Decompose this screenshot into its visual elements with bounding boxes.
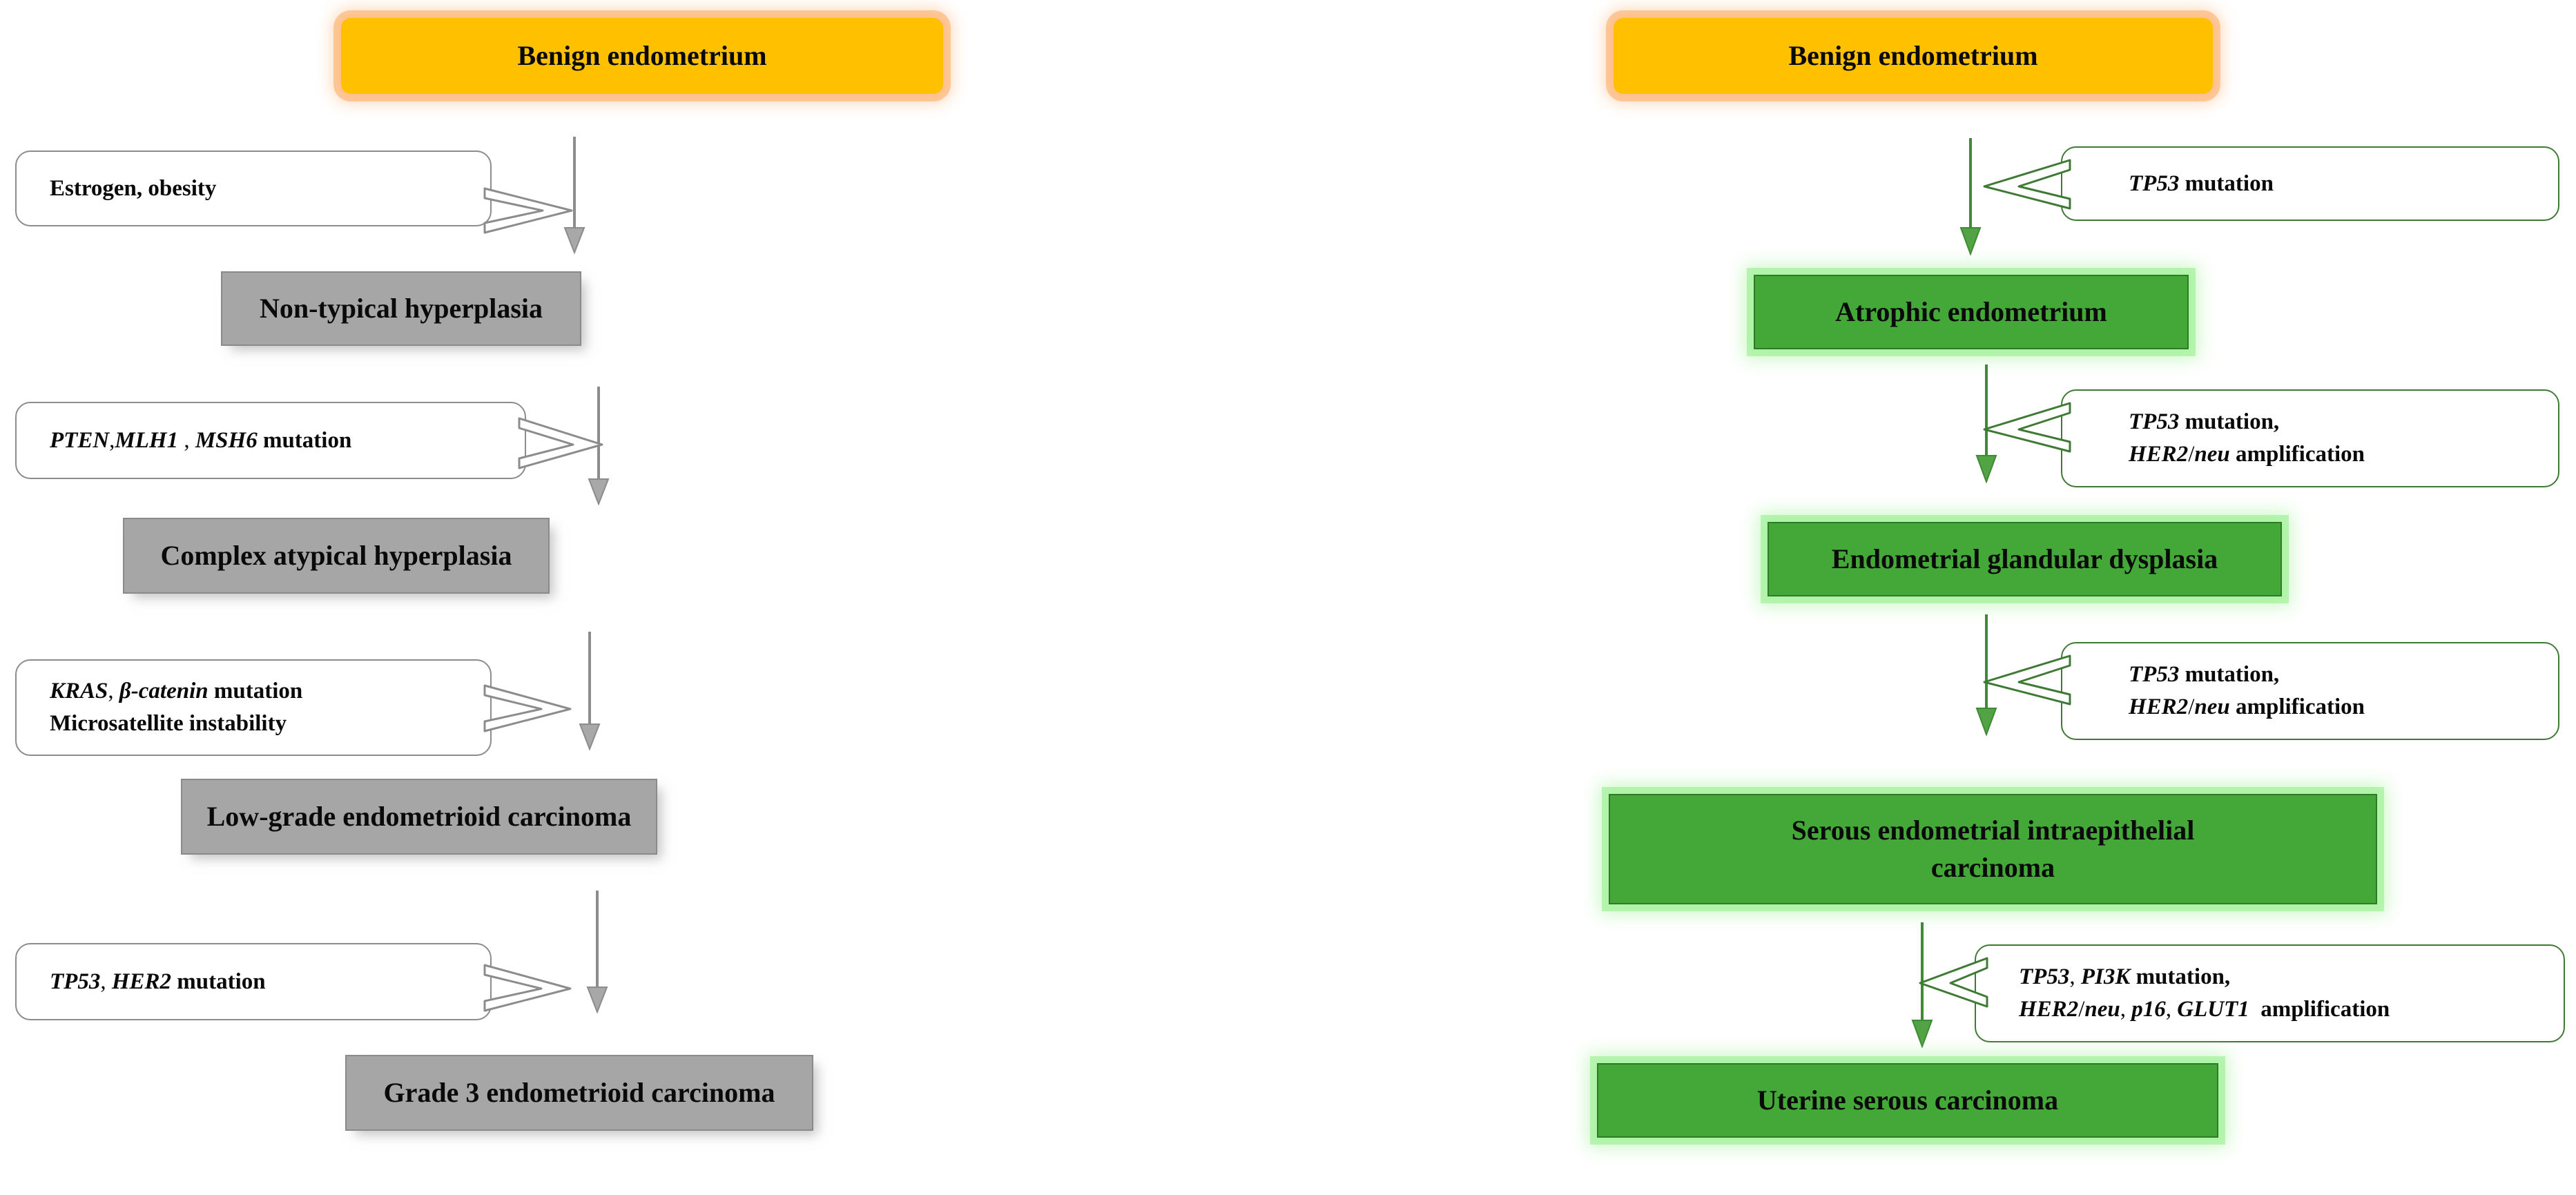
arrow-right-4 [1911, 922, 1933, 1048]
callout-pten-mlh1-msh6: PTEN,MLH1 , MSH6 mutation [15, 402, 526, 479]
node-label: Non-typical hyperplasia [259, 293, 543, 324]
arrow-left-2 [588, 387, 610, 505]
callout-estrogen-obesity: Estrogen, obesity [15, 150, 492, 226]
callout-tail-pten-mlh1-msh6 [518, 417, 603, 469]
callout-tail-kras-microsatellite [483, 684, 572, 732]
callout-tail-tp53-her2neu-2 [1983, 654, 2071, 706]
arrow-right-3 [1975, 614, 1997, 736]
callout-line: TP53 mutation [2129, 171, 2274, 196]
node-grade3-endometrioid-carcinoma: Grade 3 endometrioid carcinoma [345, 1055, 813, 1131]
callout-line: Estrogen, obesity [50, 173, 490, 205]
callout-line: TP53, HER2 mutation [50, 969, 266, 994]
callout-line: HER2/neu, p16, GLUT1 amplification [2019, 997, 2390, 1022]
node-label-line1: Serous endometrial intraepithelial [1791, 815, 2195, 846]
callout-text: Estrogen, obesity [50, 175, 217, 201]
node-label: Complex atypical hyperplasia [160, 540, 512, 571]
node-label: Grade 3 endometrioid carcinoma [383, 1077, 775, 1108]
node-complex-atypical-hyperplasia: Complex atypical hyperplasia [123, 518, 550, 594]
callout-line: TP53, PI3K mutation, [2019, 964, 2231, 990]
arrow-left-4 [586, 891, 608, 1013]
callout-tp53-her2neu-2: TP53 mutation, HER2/neu amplification [2061, 642, 2559, 740]
callout-tp53-her2: TP53, HER2 mutation [15, 943, 492, 1020]
node-non-typical-hyperplasia: Non-typical hyperplasia [221, 271, 581, 346]
arrow-right-1 [1959, 138, 1982, 255]
callout-tail-estrogen-obesity [483, 187, 573, 234]
node-label: Atrophic endometrium [1835, 296, 2107, 327]
callout-line: HER2/neu amplification [2129, 694, 2365, 719]
arrow-right-2 [1975, 365, 1997, 483]
callout-tail-tp53-her2neu-1 [1983, 402, 2071, 453]
callout-text: Microsatellite instability [50, 711, 287, 736]
node-label-line2: carcinoma [1930, 852, 2055, 883]
node-label: Benign endometrium [1788, 40, 2038, 71]
callout-tp53-mutation-1: TP53 mutation [2061, 146, 2559, 221]
callout-line: Microsatellite instability [50, 708, 490, 740]
node-benign-endometrium-right: Benign endometrium [1614, 18, 2213, 94]
node-low-grade-endometrioid-carcinoma: Low-grade endometrioid carcinoma [181, 779, 657, 855]
node-atrophic-endometrium: Atrophic endometrium [1754, 275, 2189, 349]
node-label: Endometrial glandular dysplasia [1831, 543, 2218, 574]
callout-tail-tp53-mutation-1 [1983, 159, 2071, 210]
arrow-left-1 [563, 137, 585, 254]
callout-tp53-pi3k-glut1: TP53, PI3K mutation, HER2/neu, p16, GLUT… [1975, 944, 2565, 1042]
node-benign-endometrium-left: Benign endometrium [341, 18, 943, 94]
arrow-left-3 [579, 632, 601, 750]
node-uterine-serous-carcinoma: Uterine serous carcinoma [1597, 1063, 2218, 1138]
node-label: Low-grade endometrioid carcinoma [206, 801, 632, 832]
node-label: Uterine serous carcinoma [1756, 1085, 2059, 1116]
callout-line: TP53 mutation, [2129, 409, 2280, 435]
callout-kras-microsatellite: KRAS, β-catenin mutation Microsatellite … [15, 659, 492, 756]
callout-tp53-her2neu-1: TP53 mutation, HER2/neu amplification [2061, 389, 2559, 487]
callout-line: KRAS, β-catenin mutation [50, 679, 303, 704]
node-label: Benign endometrium [517, 40, 767, 71]
callout-tail-tp53-her2 [483, 964, 572, 1012]
callout-line: PTEN,MLH1 , MSH6 mutation [50, 427, 352, 453]
callout-line: HER2/neu amplification [2129, 442, 2365, 467]
callout-line: TP53 mutation, [2129, 662, 2280, 688]
node-serous-endometrial-intraepithelial-carcinoma: Serous endometrial intraepithelial carci… [1609, 794, 2377, 904]
node-endometrial-glandular-dysplasia: Endometrial glandular dysplasia [1768, 522, 2282, 596]
